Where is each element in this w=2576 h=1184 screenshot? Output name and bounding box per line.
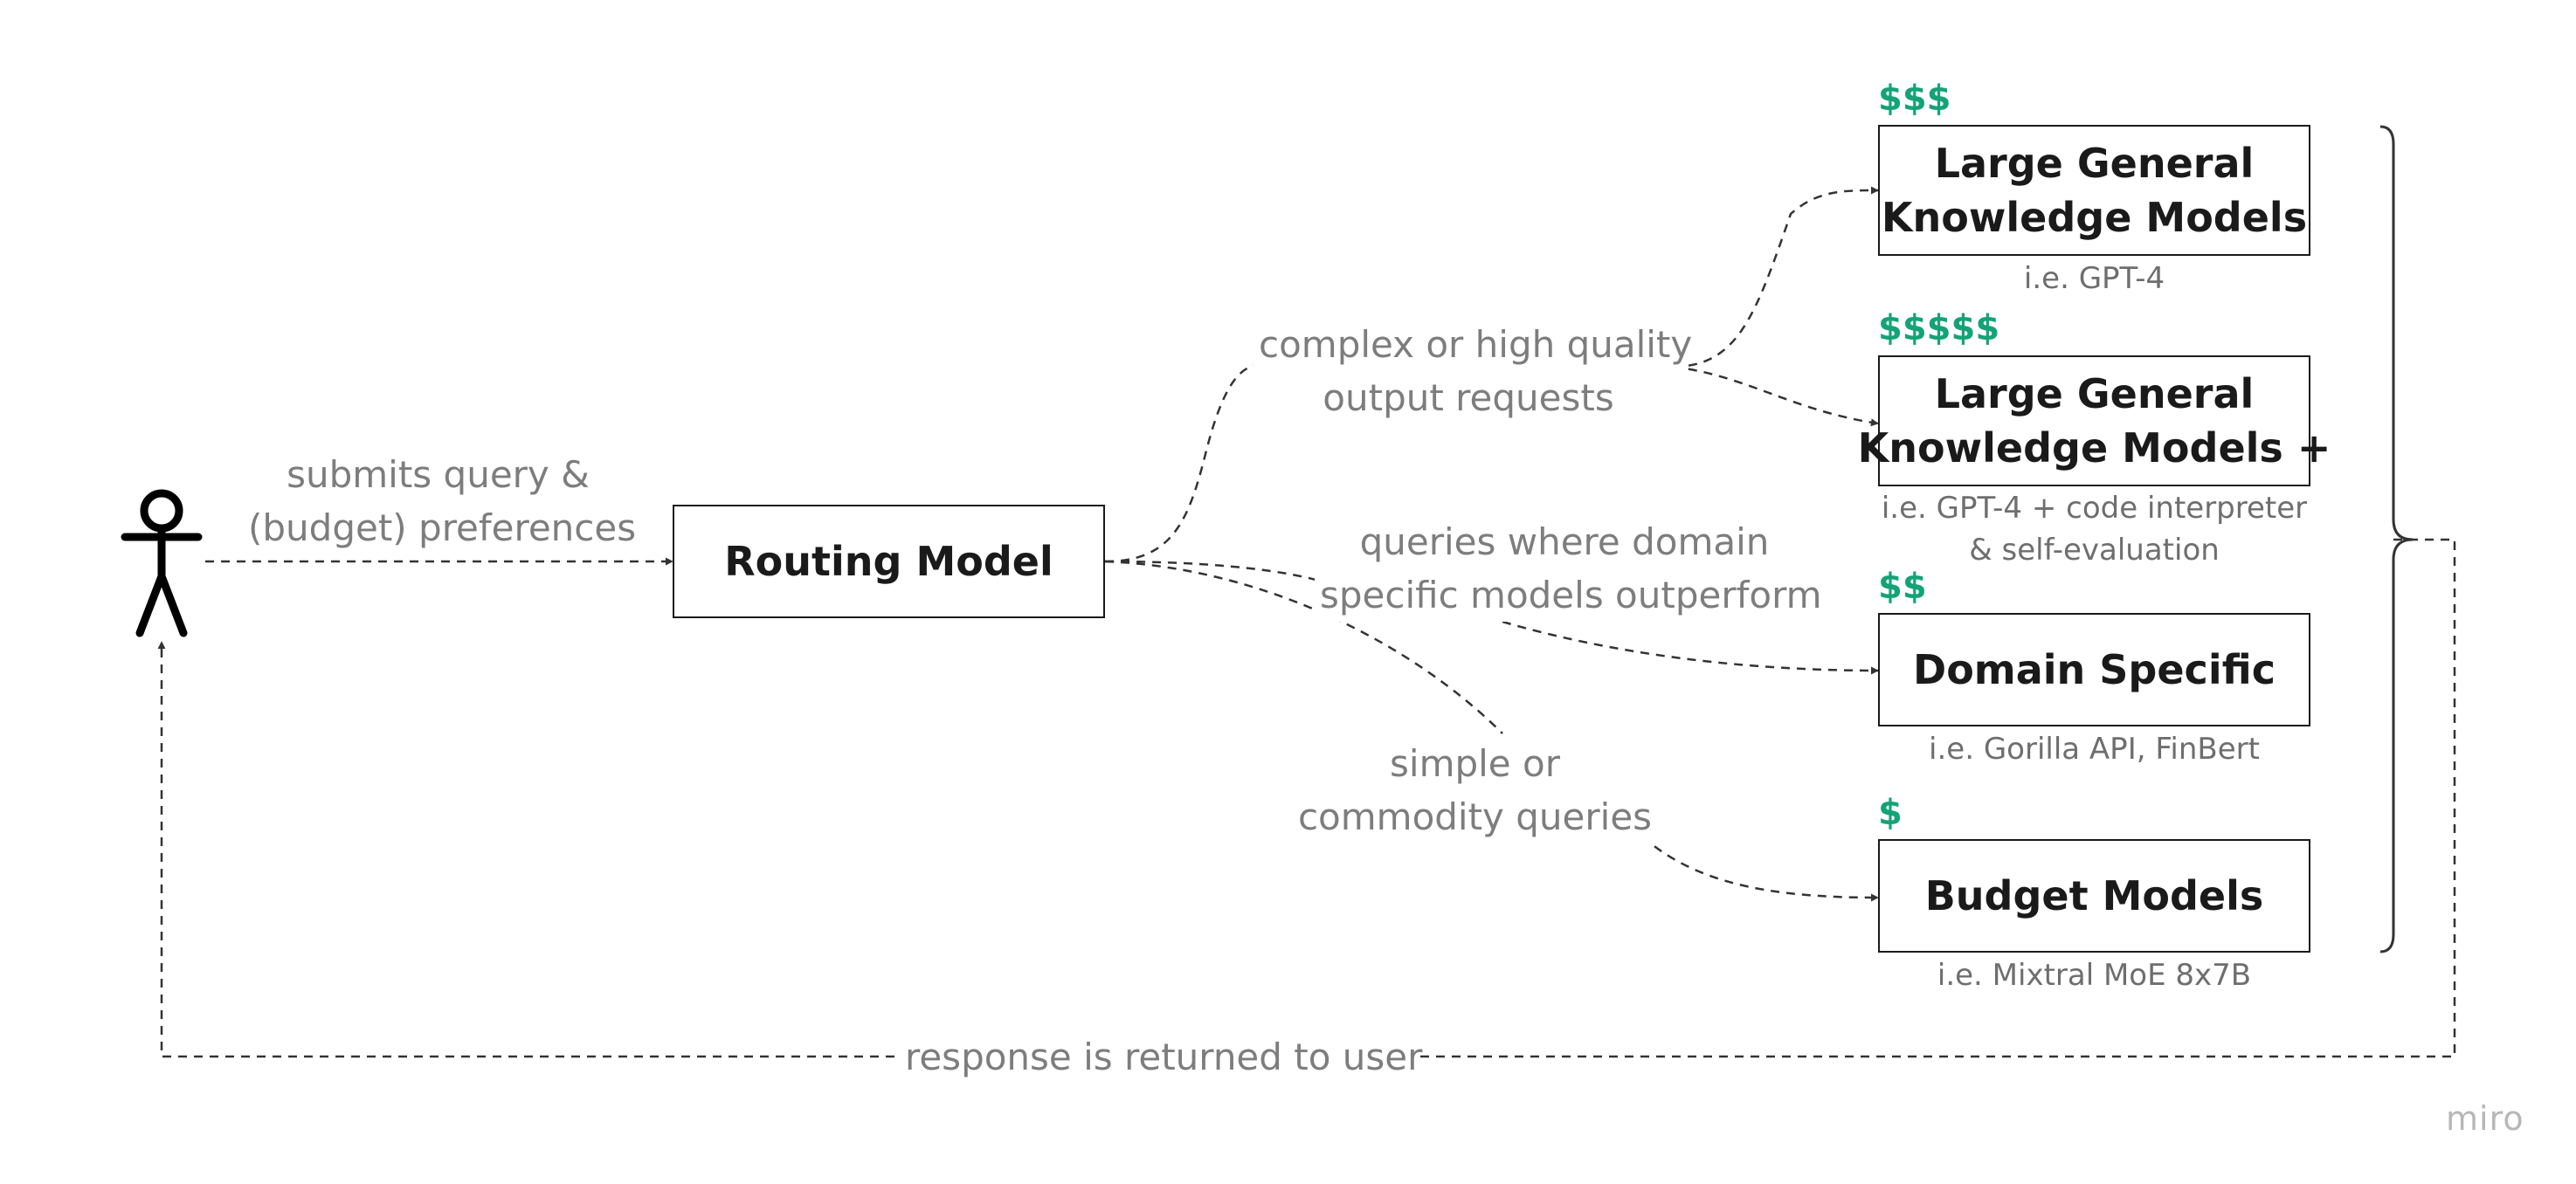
routing-model-box[interactable]: Routing Model xyxy=(673,505,1105,618)
edge-complex-connector xyxy=(1104,363,1259,563)
model-box-large-general[interactable]: Large General Knowledge Models xyxy=(1878,125,2310,256)
model-label: Domain Specific xyxy=(1913,646,2276,693)
model-example: i.e. Mixtral MoE 8x7B xyxy=(1937,958,2252,993)
model-example: i.e. Gorilla API, FinBert xyxy=(1929,732,2260,767)
edge-to-large-model xyxy=(1672,186,1879,368)
model-example: i.e. GPT-4 + code interpreter & self-eva… xyxy=(1881,491,2308,568)
edge-label-submit: submits query & (budget) preferences xyxy=(243,448,636,554)
model-example: i.e. GPT-4 xyxy=(2023,261,2165,296)
edge-label-return: response is returned to user xyxy=(900,1030,1422,1084)
model-label: Budget Models xyxy=(1924,872,2264,919)
edge-label-simple: simple or commodity queries xyxy=(1288,737,1661,843)
edge-to-large-model-plus xyxy=(1672,365,1879,427)
edge-return xyxy=(157,538,2456,1058)
edge-domain-connector xyxy=(1104,560,1329,585)
model-box-budget[interactable]: Budget Models xyxy=(1878,839,2310,953)
model-box-domain-specific[interactable]: Domain Specific xyxy=(1878,613,2310,726)
edge-to-domain-specific xyxy=(1502,620,1879,675)
edge-label-complex: complex or high quality output requests xyxy=(1253,318,1692,424)
cost-indicator: $$ xyxy=(1878,567,1927,607)
miro-watermark: miro xyxy=(2446,1099,2524,1138)
edge-label-domain: queries where domain specific models out… xyxy=(1315,515,1822,622)
user-icon xyxy=(121,489,203,637)
edge-simple-connector xyxy=(1104,560,1503,734)
model-label: Large General Knowledge Models xyxy=(1881,140,2308,241)
cost-indicator: $ xyxy=(1878,793,1903,833)
cost-indicator: $$$$$ xyxy=(1878,308,2000,348)
routing-model-label: Routing Model xyxy=(724,538,1053,585)
edge-to-budget-models xyxy=(1641,836,1879,902)
grouping-brace xyxy=(2379,125,2414,953)
model-box-large-general-plus[interactable]: Large General Knowledge Models + xyxy=(1858,355,2331,486)
cost-indicator: $$$ xyxy=(1878,79,1951,119)
model-label: Large General Knowledge Models + xyxy=(1857,370,2331,472)
